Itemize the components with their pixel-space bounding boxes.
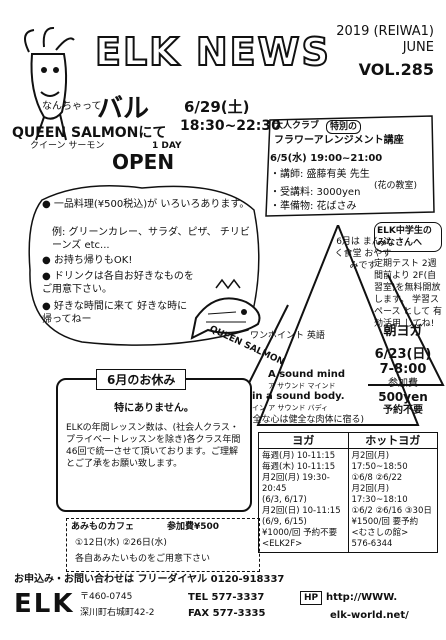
flower-bring: ・準備物: 花ばさみ	[270, 201, 357, 212]
students-notice: ELK中学生の みなさんへ 定期テスト 2週間前より 2F(自習室)を無料開放 …	[374, 222, 442, 382]
bal-open: OPEN	[112, 150, 175, 174]
issue-year: 2019 (REIWA1)	[336, 24, 434, 39]
flower-teacher-note: (花の教室)	[374, 181, 418, 191]
amimono-cafe: あみものカフェ 参加費¥500 ①12日(水) ②26日(水) 各自あみたいもの…	[66, 518, 260, 572]
yoga-schedule-cell: 毎週(月) 10-11:15 毎週(木) 10-11:15 月2回(月) 19:…	[258, 448, 349, 553]
flower-badge-special: 特別の	[326, 120, 362, 134]
schedule-line: 月2回(月)	[351, 484, 390, 494]
issue-info: 2019 (REIWA1) JUNE VOL.285	[336, 24, 434, 78]
schedule-line: 毎週(木) 10-11:15	[262, 462, 336, 472]
menu-item: ● 一品料理(¥500税込)が いろいろあります。	[42, 199, 250, 210]
amimono-note: 各自あみたいものをご用意下さい	[75, 554, 211, 564]
schedule-line: ①6/8 ②6/22	[351, 473, 403, 483]
schedule-line: <ELK2F>	[262, 539, 303, 549]
one-point-phrase2-reading: イン ア サウンド バディ	[252, 404, 329, 412]
menu-item: 例: グリーンカレー、サラダ、ピザ、 チリビーンズ etc...	[52, 227, 250, 251]
schedule-line: 月2回(月)	[351, 451, 390, 461]
amimono-fee: 参加費¥500	[167, 522, 220, 532]
footer-hp-label: HP	[300, 591, 323, 605]
flower-fee: ・受講料: 3000yen	[270, 187, 361, 198]
footer: お申込み・お問い合わせは フリーダイヤル 0120-918337 ELK 〒46…	[0, 573, 446, 640]
bal-prefix: なんちゃって	[42, 101, 102, 112]
hot-yoga-schedule-cell: 月2回(月) 17:50~18:50 ①6/8 ②6/22 月2回(月) 17:…	[347, 448, 438, 553]
bal-event: なんちゃって バル QUEEN SALMONにて クイーン サーモン 1 DAY…	[12, 88, 282, 178]
menu-box: ● 一品料理(¥500税込)が いろいろあります。 例: グリーンカレー、サラダ…	[22, 180, 266, 350]
schedule-line: <むさしの館>	[351, 528, 409, 538]
one-point-phrase2: in a sound body.	[252, 391, 345, 402]
bal-one-day: 1 DAY	[152, 141, 182, 151]
one-point-phrase1: A sound mind	[268, 369, 346, 380]
masthead-title: ELK NEWS	[94, 29, 331, 75]
shokudo-note: 6月は まんぷく食堂 おやすみです	[334, 237, 392, 271]
yoga-schedule-table: ヨガ ホットヨガ 毎週(月) 10-11:15 毎週(木) 10-11:15 月…	[258, 432, 438, 553]
menu-item: ● お持ち帰りもOK!	[42, 255, 133, 266]
morning-yoga-date: 6/23(日)	[374, 347, 432, 362]
one-point-label: ワンポイント 英語	[250, 331, 325, 341]
students-notice-title: ELK中学生の みなさんへ	[374, 222, 442, 252]
footer-contact: お申込み・お問い合わせは フリーダイヤル 0120-918337	[14, 574, 285, 585]
flower-datetime: 6/5(水) 19:00~21:00	[270, 153, 383, 164]
morning-yoga: 朝ヨガ 6/23(日) 7-8:00 参加費 500yen 予約不要	[364, 320, 442, 417]
footer-tel: TEL 577-3337	[188, 592, 265, 603]
morning-yoga-title: 朝ヨガ	[383, 324, 423, 339]
morning-yoga-note: 予約不要	[383, 405, 423, 416]
schedule-line: ¥1000/回 予約不要	[262, 528, 338, 538]
holiday-none: 特にありません。	[114, 403, 194, 414]
schedule-line: ¥1500/回 要予約	[351, 517, 419, 527]
one-point-phrase1-reading: ア サウンド マインド	[268, 382, 336, 390]
schedule-line: 毎週(月) 10-11:15	[262, 451, 336, 461]
hot-yoga-column-head: ホットヨガ	[347, 432, 438, 449]
morning-yoga-time: 7-8:00	[379, 362, 427, 377]
bal-venue-reading: クイーン サーモン	[30, 141, 105, 151]
issue-month: JUNE	[402, 40, 434, 55]
flower-badge-adult: 大人クラブ	[274, 121, 320, 131]
schedule-line: (6/9, 6/15)	[262, 517, 307, 527]
salmon-icon	[186, 278, 268, 348]
holiday-title: 6月のお休み	[96, 369, 187, 390]
schedule-line: (6/3, 6/17)	[262, 495, 307, 505]
bal-venue: QUEEN SALMONにて	[12, 125, 167, 141]
schedule-line: 576-6344	[351, 539, 393, 549]
schedule-line: 17:50~18:50	[351, 462, 408, 472]
amimono-dates: ①12日(水) ②26日(水)	[75, 538, 167, 548]
footer-logo: ELK	[14, 589, 75, 619]
morning-yoga-fee-label: 参加費	[388, 378, 418, 389]
schedule-line: ①6/2 ②6/16 ③30日	[351, 506, 432, 516]
schedule-line: 17:30~18:10	[351, 495, 408, 505]
morning-yoga-fee: 500yen	[378, 390, 428, 404]
bal-time: 18:30~22:30	[180, 118, 281, 134]
yoga-column-head: ヨガ	[258, 432, 349, 449]
flower-teacher: ・講師: 盛藤有美 先生	[270, 169, 370, 180]
menu-item: ● ドリンクは各自お好きなものを ご用意下さい。	[42, 271, 194, 295]
amimono-title: あみものカフェ	[71, 522, 135, 532]
footer-url-line2[interactable]: elk-world.net/	[330, 610, 409, 621]
holiday-box: 6月のお休み 特にありません。 ELKの年間レッスン数は、(社会人クラス・プライ…	[56, 369, 252, 512]
holiday-body: ELKの年間レッスン数は、(社会人クラス・プライベートレッスンを除き)各クラス年…	[66, 423, 241, 469]
flower-title: フラワーアレンジメント講座	[274, 135, 404, 146]
footer-postal: 〒460-0745	[80, 592, 133, 602]
footer-fax: FAX 577-3335	[188, 608, 266, 619]
flower-class: 大人クラブ 特別の フラワーアレンジメント講座 6/5(水) 19:00~21:…	[262, 112, 438, 222]
schedule-line: 月2回(日) 10-11:15	[262, 506, 341, 516]
menu-item: ● 好きな時間に来て 好きな時に帰ってねー	[42, 301, 188, 325]
issue-volume: VOL.285	[358, 60, 434, 79]
bal-date: 6/29(土)	[184, 98, 250, 116]
mascot-icon	[14, 22, 84, 142]
footer-url-line1[interactable]: http://WWW.	[326, 592, 398, 603]
bal-title: バル	[97, 94, 150, 124]
one-point-english: ワンポイント 英語 A sound mind ア サウンド マインド in a …	[240, 330, 370, 430]
one-point-meaning: (健全な心は健全な肉体に宿る)	[240, 415, 365, 425]
footer-address: 深川町右城町42-2	[80, 608, 155, 618]
students-notice-body: 定期テスト 2週間前より 2F(自習室)を無料開放 します。 学習スペース とし…	[374, 259, 443, 329]
schedule-line: 月2回(月) 19:30-20:45	[262, 473, 330, 494]
